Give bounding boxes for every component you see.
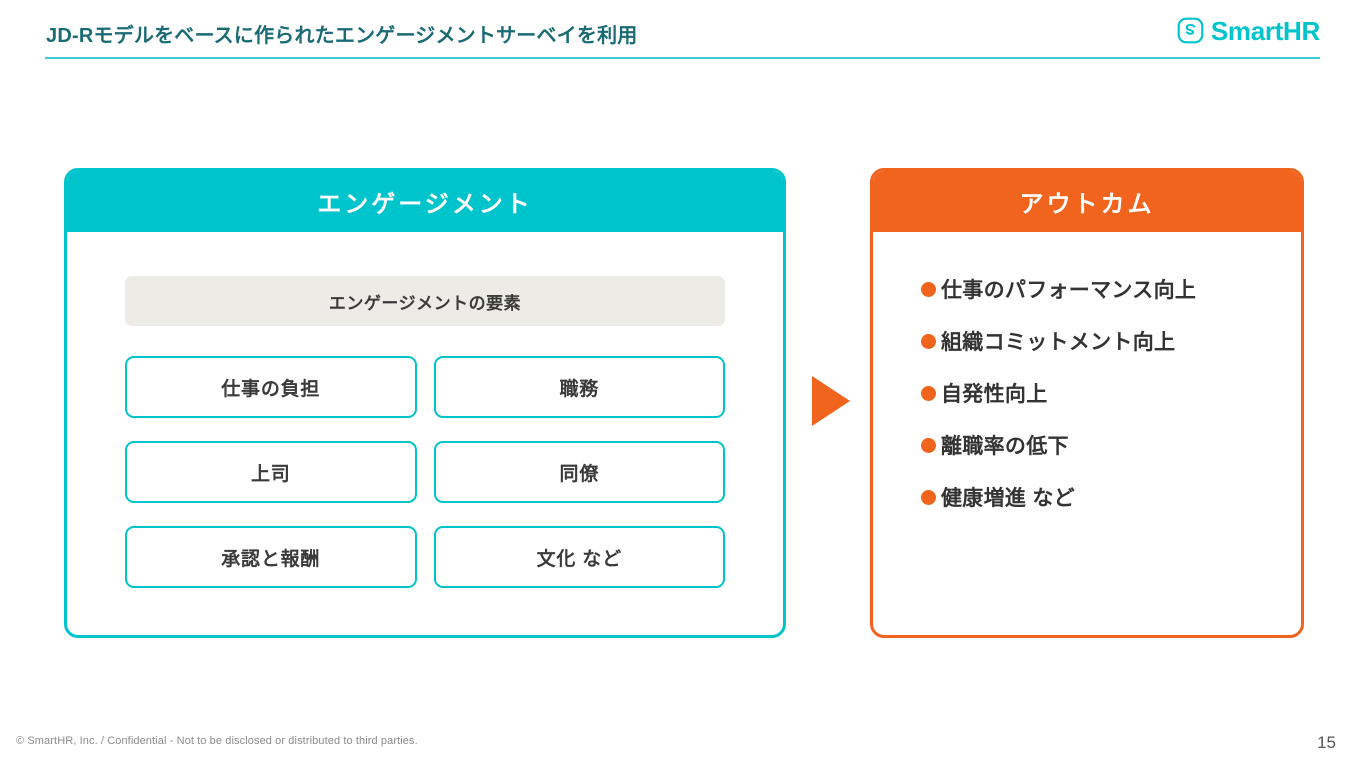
outcome-panel-body: 仕事のパフォーマンス向上 組織コミットメント向上 自発性向上 離職率の低下 健康… <box>873 232 1301 512</box>
outcome-list-item: 離職率の低下 <box>921 430 1301 460</box>
outcome-list-item: 自発性向上 <box>921 378 1301 408</box>
header-divider <box>45 57 1320 59</box>
bullet-dot-icon <box>921 385 936 401</box>
engagement-panel-body: エンゲージメントの要素 仕事の負担 職務 上司 同僚 承認と報酬 文化 など <box>67 232 783 588</box>
outcome-list-item: 仕事のパフォーマンス向上 <box>921 274 1301 304</box>
engagement-elements-label: エンゲージメントの要素 <box>125 276 725 326</box>
element-box: 職務 <box>433 356 725 418</box>
bullet-dot-icon <box>921 281 936 297</box>
footer-copyright: © SmartHR, Inc. / Confidential - Not to … <box>16 735 418 747</box>
outcome-list-item: 健康増進 など <box>921 482 1301 512</box>
page-number: 15 <box>1317 733 1336 752</box>
outcome-item-label: 離職率の低下 <box>941 435 1069 458</box>
bullet-dot-icon <box>921 333 936 349</box>
smarthr-logo: SmartHR <box>1177 17 1320 44</box>
slide-header: JD-Rモデルをベースに作られたエンゲージメントサーベイを利用 SmartHR <box>0 0 1360 62</box>
element-box: 同僚 <box>433 441 725 503</box>
outcome-item-label: 自発性向上 <box>941 383 1048 406</box>
smarthr-s-logo-icon <box>1177 17 1204 44</box>
outcome-item-label: 組織コミットメント向上 <box>941 331 1176 354</box>
engagement-element-grid: 仕事の負担 職務 上司 同僚 承認と報酬 文化 など <box>125 356 725 588</box>
engagement-panel-heading: エンゲージメント <box>67 171 783 232</box>
outcome-list-item: 組織コミットメント向上 <box>921 326 1301 356</box>
outcome-item-label: 仕事のパフォーマンス向上 <box>941 279 1197 302</box>
element-box: 承認と報酬 <box>125 526 417 588</box>
page-title: JD-Rモデルをベースに作られたエンゲージメントサーベイを利用 <box>46 25 638 47</box>
engagement-panel: エンゲージメント エンゲージメントの要素 仕事の負担 職務 上司 同僚 承認と報… <box>64 168 786 638</box>
outcome-panel-heading: アウトカム <box>873 171 1301 232</box>
outcome-item-label: 健康増進 など <box>941 487 1075 510</box>
element-box: 文化 など <box>433 526 725 588</box>
element-box: 仕事の負担 <box>125 356 417 418</box>
flow-arrow-right-icon <box>812 376 850 426</box>
outcome-panel: アウトカム 仕事のパフォーマンス向上 組織コミットメント向上 自発性向上 離職率… <box>870 168 1304 638</box>
bullet-dot-icon <box>921 437 936 453</box>
logo-text: SmartHR <box>1210 15 1320 46</box>
element-box: 上司 <box>125 441 417 503</box>
bullet-dot-icon <box>921 489 936 505</box>
